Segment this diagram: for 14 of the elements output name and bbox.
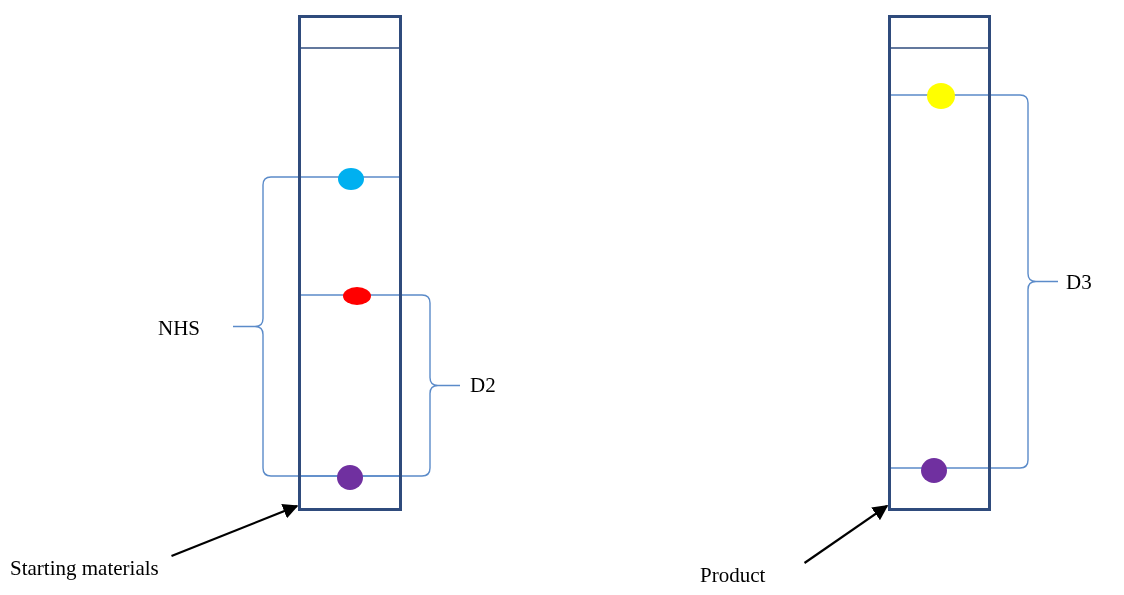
caption-label: Starting materials (10, 558, 159, 579)
leader-arrow (803, 505, 889, 564)
sample-spot (921, 458, 947, 483)
tlc-plate (888, 15, 991, 511)
sample-spot (338, 168, 364, 190)
dimension-label: D3 (1066, 272, 1092, 293)
sample-spot (337, 465, 363, 490)
caption-label: Product (700, 565, 766, 586)
sample-spot (927, 83, 955, 109)
dimension-label: D2 (470, 375, 496, 396)
dimension-label: NHS (158, 318, 200, 339)
leader-arrow (171, 504, 299, 558)
tlc-plate (298, 15, 402, 511)
sample-spot (343, 287, 371, 305)
